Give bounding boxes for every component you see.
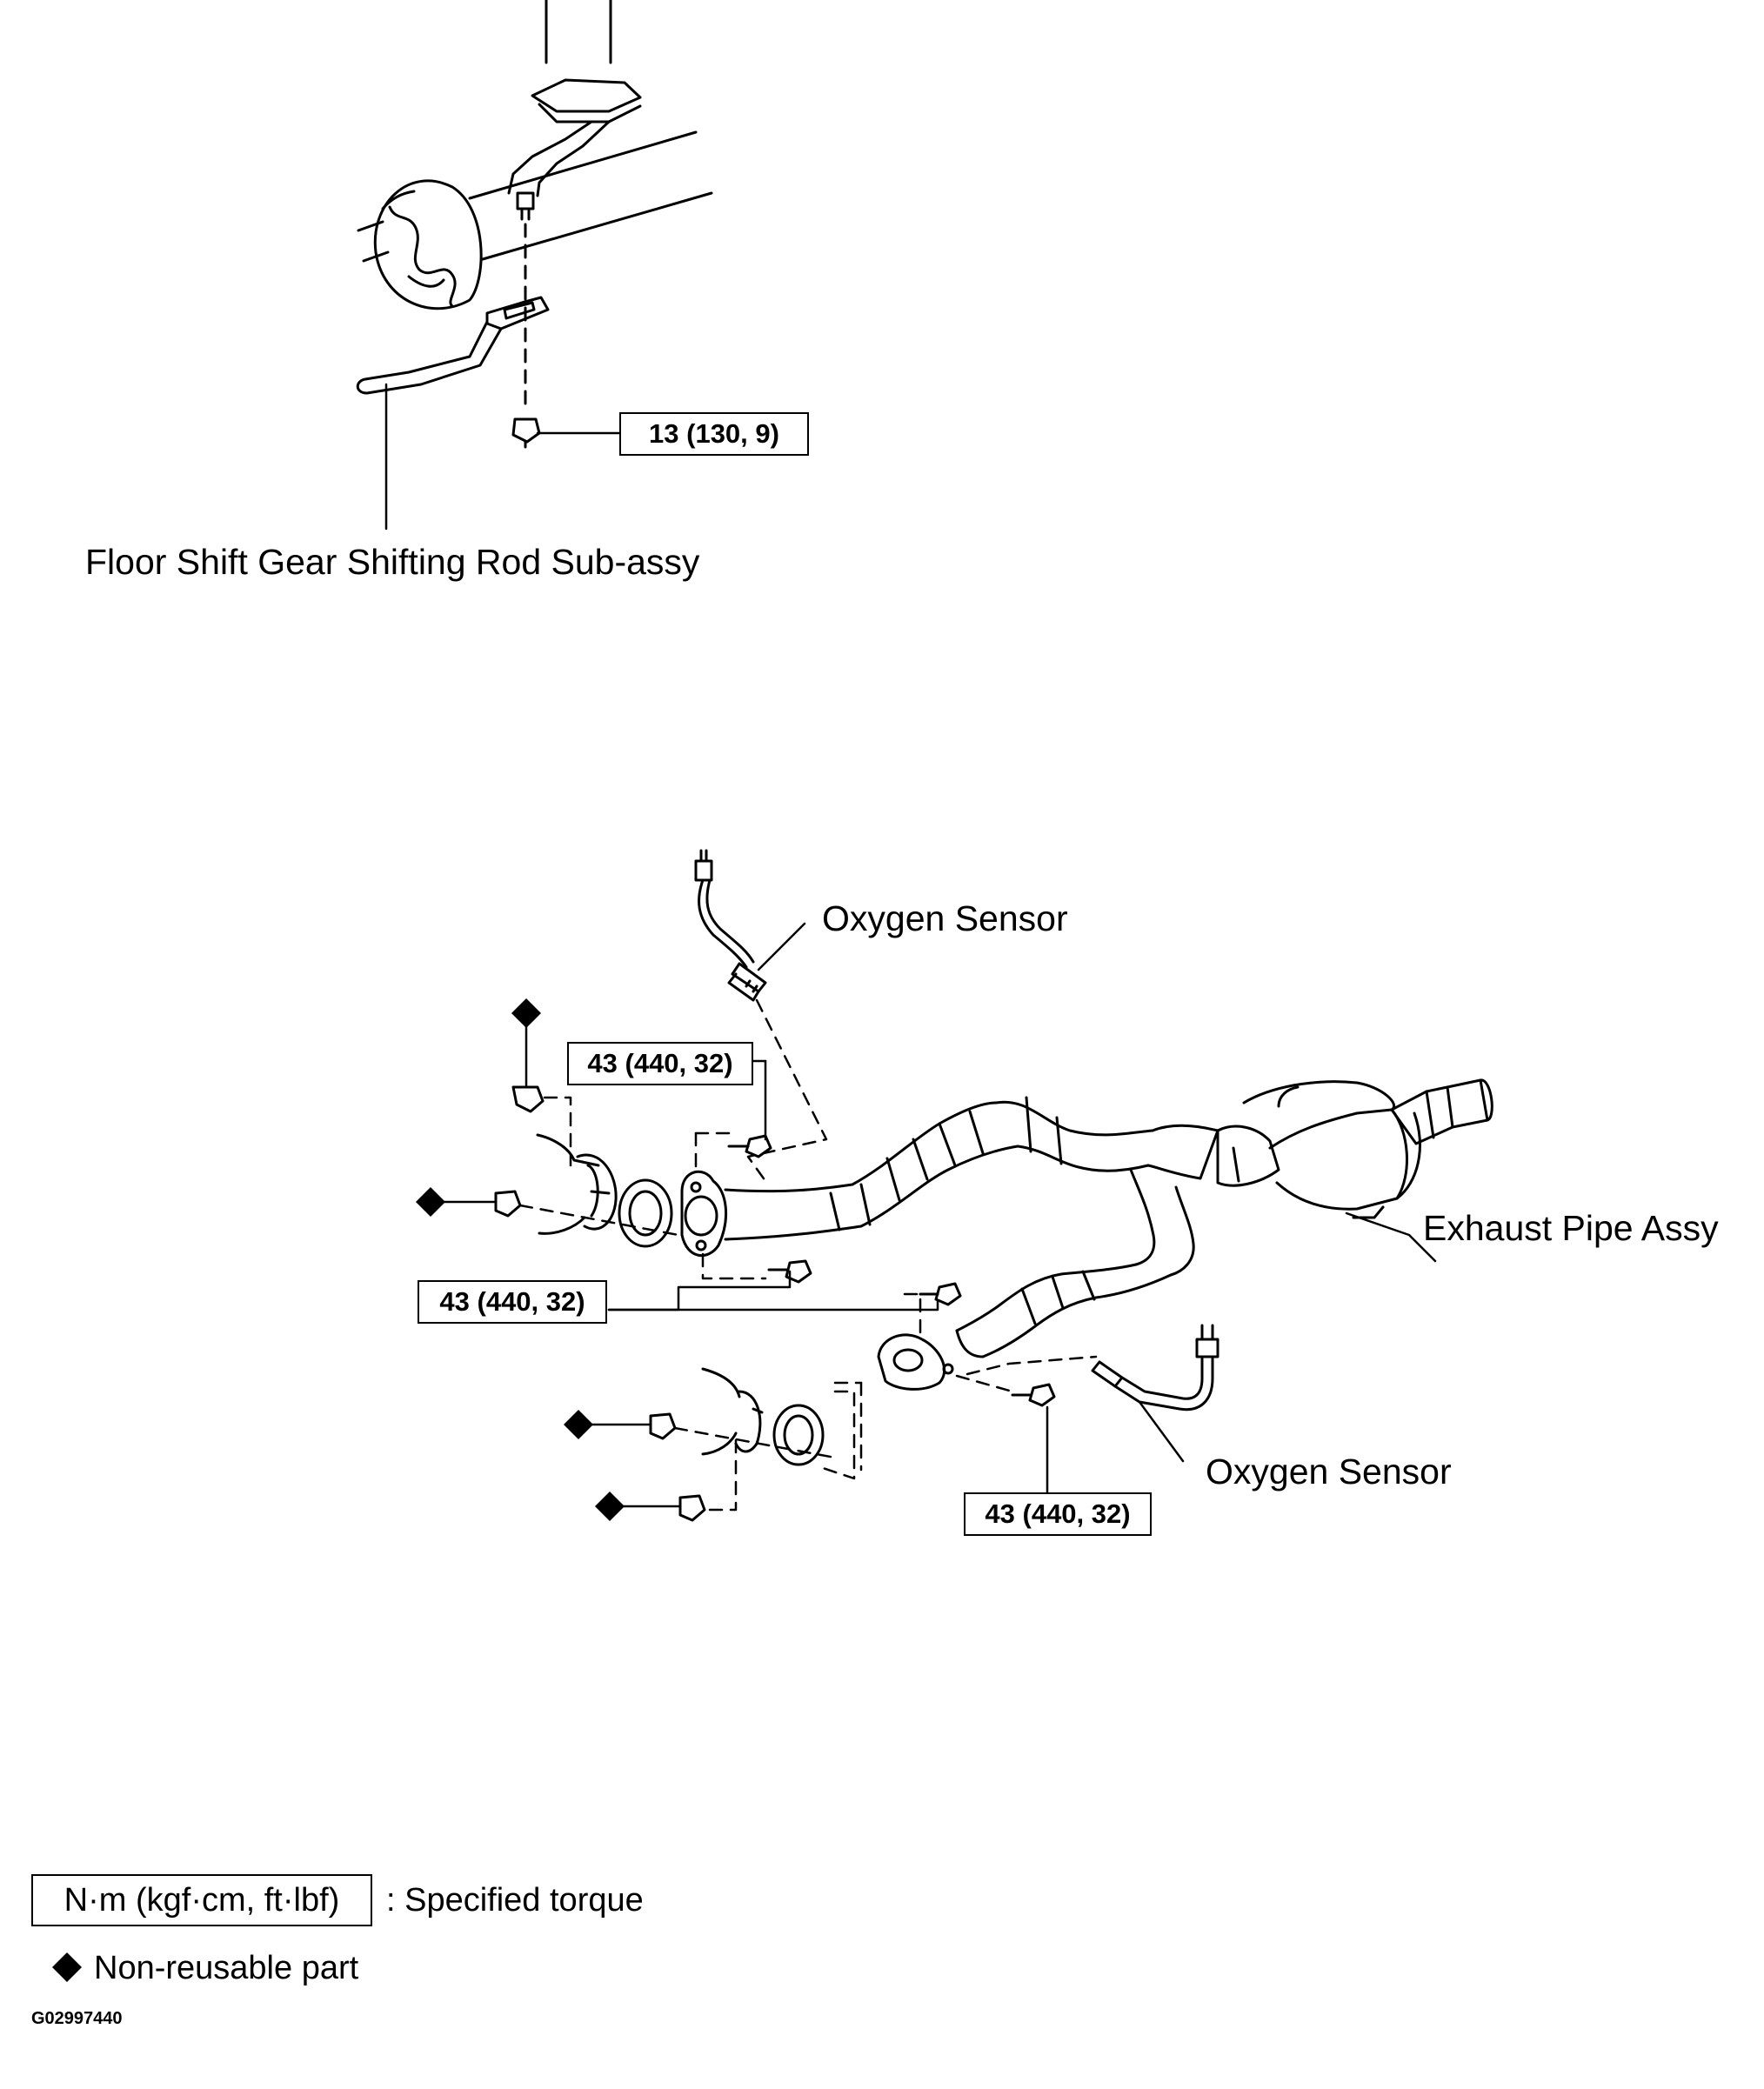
diamond-icon [416, 998, 625, 1521]
label-floor-shift-rod: Floor Shift Gear Shifting Rod Sub-assy [85, 542, 700, 582]
torque-label-upper-bolt: 43 (440, 32) [567, 1042, 753, 1085]
torque-label-lower-bolt: 43 (440, 32) [964, 1492, 1152, 1536]
torque-label-left-bolt: 43 (440, 32) [418, 1280, 607, 1324]
diamond-icon [52, 1952, 82, 1982]
figure-code: G02997440 [31, 2009, 123, 2028]
label-oxygen-sensor-lower: Oxygen Sensor [1206, 1452, 1452, 1492]
legend-unit-box: N·m (kgf·cm, ft·lbf) [31, 1874, 372, 1926]
exhaust-assembly [430, 849, 1493, 1522]
torque-label-rod-nut: 13 (130, 9) [619, 412, 809, 456]
label-oxygen-sensor-upper: Oxygen Sensor [822, 898, 1068, 938]
legend-unit-desc: : Specified torque [386, 1882, 644, 1919]
label-exhaust-pipe: Exhaust Pipe Assy [1423, 1208, 1719, 1248]
floor-shift-assembly [356, 0, 713, 531]
legend-symbol-desc: Non-reusable part [94, 1950, 359, 1986]
